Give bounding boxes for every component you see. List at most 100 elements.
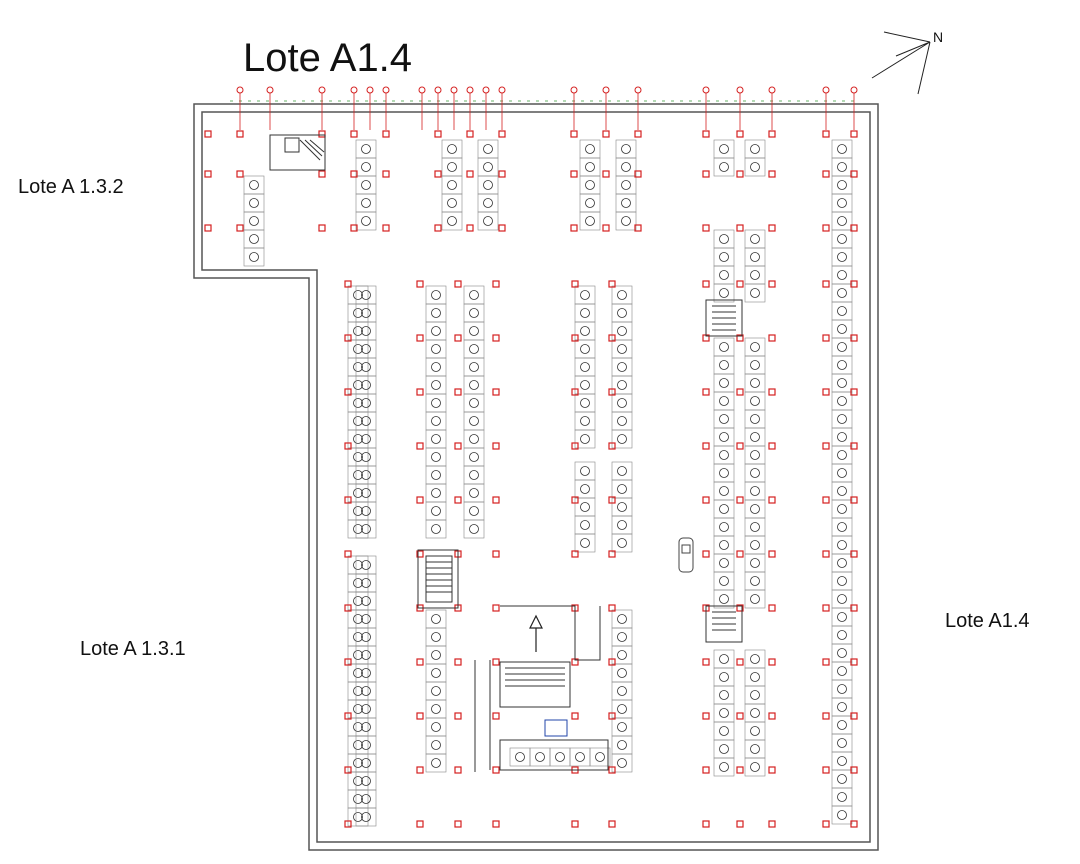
- structural-column: [454, 712, 462, 720]
- structural-column: [702, 388, 710, 396]
- grid-bubble: [466, 86, 474, 94]
- parking-stall: [355, 555, 377, 575]
- parking-stall: [713, 517, 735, 537]
- parking-stall: [831, 157, 853, 177]
- parking-stall: [744, 721, 766, 741]
- structural-column: [608, 604, 616, 612]
- structural-column: [736, 224, 744, 232]
- parking-stall: [744, 409, 766, 429]
- parking-stall: [611, 681, 633, 701]
- parking-stall: [574, 357, 596, 377]
- parking-stall: [831, 697, 853, 717]
- structural-column: [498, 170, 506, 178]
- parking-stall: [713, 499, 735, 519]
- parking-stall: [831, 175, 853, 195]
- structural-column: [492, 658, 500, 666]
- structural-column: [344, 550, 352, 558]
- structural-column: [822, 130, 830, 138]
- parking-stall: [347, 555, 369, 575]
- grid-bubble: [768, 86, 776, 94]
- parking-stall: [744, 229, 766, 249]
- structural-column: [822, 388, 830, 396]
- structural-column: [434, 170, 442, 178]
- grid-bubble: [602, 86, 610, 94]
- parking-stall: [425, 717, 447, 737]
- parking-stall: [463, 447, 485, 467]
- parking-stall: [744, 553, 766, 573]
- parking-stall: [463, 519, 485, 539]
- parking-stall: [355, 753, 377, 773]
- structural-column: [492, 820, 500, 828]
- parking-stall: [713, 481, 735, 501]
- structural-column: [768, 170, 776, 178]
- structural-column: [570, 170, 578, 178]
- parking-stall: [713, 739, 735, 759]
- parking-stall: [831, 445, 853, 465]
- structural-column: [768, 280, 776, 288]
- structural-column: [608, 280, 616, 288]
- parking-stall: [611, 627, 633, 647]
- structural-column: [608, 442, 616, 450]
- structural-column: [454, 442, 462, 450]
- parking-stall: [831, 265, 853, 285]
- parking-stall: [744, 247, 766, 267]
- structural-column: [768, 658, 776, 666]
- structural-column: [344, 820, 352, 828]
- parking-stall: [744, 589, 766, 609]
- structural-column: [454, 388, 462, 396]
- structural-column: [608, 550, 616, 558]
- structural-column: [822, 170, 830, 178]
- parking-stall: [744, 571, 766, 591]
- grid-bubble: [366, 86, 374, 94]
- north-arrow-icon: [871, 31, 931, 95]
- parking-stall: [425, 447, 447, 467]
- structural-column: [492, 550, 500, 558]
- structural-column: [416, 820, 424, 828]
- structural-column: [736, 130, 744, 138]
- structural-column: [850, 658, 858, 666]
- structural-column: [768, 224, 776, 232]
- parking-stall: [463, 465, 485, 485]
- parking-stall: [611, 429, 633, 449]
- parking-stall: [831, 787, 853, 807]
- structural-column: [822, 442, 830, 450]
- structural-column: [850, 388, 858, 396]
- parking-stall: [611, 357, 633, 377]
- parking-stall: [713, 553, 735, 573]
- parking-stall: [463, 501, 485, 521]
- parking-stall: [744, 667, 766, 687]
- parking-stall: [347, 519, 369, 539]
- parking-stall: [713, 463, 735, 483]
- grid-bubble: [570, 86, 578, 94]
- parking-stall: [713, 409, 735, 429]
- structural-column: [736, 442, 744, 450]
- structural-column: [736, 496, 744, 504]
- parking-stall: [831, 193, 853, 213]
- parking-stall: [831, 409, 853, 429]
- structural-column: [822, 712, 830, 720]
- parking-stall: [355, 465, 377, 485]
- grid-bubble: [850, 86, 858, 94]
- structural-column: [570, 224, 578, 232]
- parking-stall: [831, 607, 853, 627]
- parking-stall: [463, 375, 485, 395]
- parking-stall: [713, 757, 735, 777]
- structural-column: [608, 820, 616, 828]
- parking-stall: [831, 715, 853, 735]
- parking-stall: [744, 703, 766, 723]
- structural-column: [571, 280, 579, 288]
- structural-column: [602, 170, 610, 178]
- structural-column: [498, 224, 506, 232]
- structural-column: [416, 334, 424, 342]
- structural-column: [768, 766, 776, 774]
- parking-stall: [744, 481, 766, 501]
- parking-stall: [744, 283, 766, 303]
- parking-stall: [347, 663, 369, 683]
- parking-stall: [355, 193, 377, 213]
- structural-column: [416, 658, 424, 666]
- parking-stall: [355, 139, 377, 159]
- parking-stall: [574, 393, 596, 413]
- parking-stall: [425, 411, 447, 431]
- parking-stall: [425, 285, 447, 305]
- parking-stall: [243, 211, 265, 231]
